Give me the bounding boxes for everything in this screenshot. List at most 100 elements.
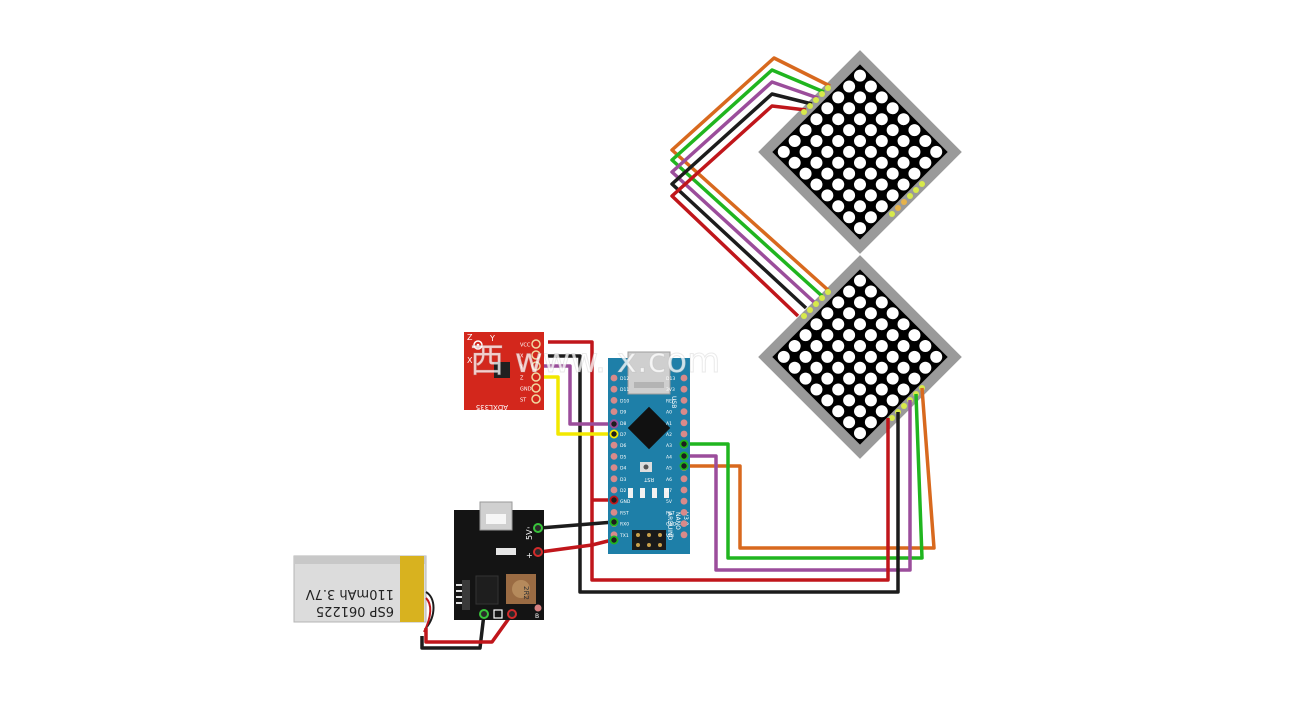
wire-red <box>670 104 807 318</box>
led-dot <box>788 361 801 374</box>
wire-red-charger <box>539 538 613 554</box>
led-dot <box>777 350 790 363</box>
led-dot <box>908 329 921 342</box>
nano-pin-connected <box>609 517 619 527</box>
nano-pin-connected <box>609 419 619 429</box>
micro-usb-port <box>479 501 513 531</box>
nano-pin-label: TX1 <box>619 533 629 539</box>
led-dot <box>843 372 856 385</box>
wires-sensor-power <box>420 364 615 650</box>
nano-pin-label: GND <box>620 499 631 505</box>
led-dot <box>843 329 856 342</box>
matrix-dots <box>777 69 943 235</box>
led-dot <box>832 318 845 331</box>
battery-tab <box>400 556 424 622</box>
pin-bat-minus <box>479 609 489 619</box>
led-dot <box>832 383 845 396</box>
led-dot <box>821 145 834 158</box>
led-dot <box>810 318 823 331</box>
nano-pin-label: A2 <box>666 432 672 438</box>
label-minus: - <box>527 523 530 532</box>
led-dot <box>864 285 877 298</box>
wire-yellow <box>536 375 614 436</box>
nano-pin <box>680 520 688 527</box>
nano-pin-label: D5 <box>620 454 626 460</box>
led-dot <box>777 145 790 158</box>
wire-black-gnd <box>548 354 900 594</box>
matrix-dots <box>777 274 943 440</box>
led-dot <box>886 394 899 407</box>
nano-pin-label: 5V <box>666 499 673 505</box>
led-dot <box>864 307 877 320</box>
led-dot <box>908 372 921 385</box>
led-dot <box>864 211 877 224</box>
adxl-pin-label: VCC <box>520 343 531 349</box>
led-dot <box>864 80 877 93</box>
led-dot <box>930 145 943 158</box>
led-dot <box>875 383 888 396</box>
led-dot <box>897 383 910 396</box>
adxl-chip <box>494 362 510 378</box>
nano-pin-label: GND <box>666 522 677 528</box>
led-matrix-top <box>758 50 962 254</box>
led-dot <box>908 167 921 180</box>
led-dot <box>854 361 866 374</box>
led-dot <box>886 124 899 137</box>
nano-pin <box>680 408 688 415</box>
led-dot <box>864 102 877 115</box>
led-dot <box>854 296 866 309</box>
nano-pin-label: A4 <box>666 454 672 460</box>
nano-pin-label: RST <box>666 510 675 516</box>
led-dot <box>788 134 801 147</box>
led-dot <box>864 416 877 429</box>
led-dot <box>919 134 932 147</box>
nano-pin-label: D10 <box>620 398 629 404</box>
axis-y-label: Y <box>489 334 495 343</box>
wires-matrix-nano <box>548 340 936 594</box>
led-dot <box>875 296 888 309</box>
led-dot <box>886 372 899 385</box>
matrix-face <box>772 269 948 445</box>
led-dot <box>897 318 910 331</box>
led-dot <box>854 383 866 396</box>
nano-pin <box>610 408 618 415</box>
nano-pin-label: A6 <box>666 477 672 483</box>
rst-label: RST <box>643 476 654 482</box>
led-dot <box>810 361 823 374</box>
nano-pin-label: RST <box>620 510 629 516</box>
led-dot <box>875 200 888 213</box>
nano-pin <box>680 419 688 427</box>
led-dot <box>843 416 856 429</box>
adxl-pin <box>531 383 541 393</box>
led-dot <box>919 339 932 352</box>
led-dot <box>832 156 845 169</box>
led-dot <box>843 189 856 202</box>
wire-orange <box>684 387 936 550</box>
led-dot <box>799 350 812 363</box>
wire-green <box>670 68 825 298</box>
inductor-label: 2R2 <box>522 586 530 600</box>
led-dot <box>843 124 856 137</box>
led-dot <box>854 91 866 104</box>
nano-pin <box>680 397 688 404</box>
led-dot <box>854 200 866 213</box>
led-dot <box>886 167 899 180</box>
led-dot <box>832 405 845 418</box>
wire-purple <box>684 400 912 572</box>
wire-black-battery <box>420 613 486 650</box>
led-dot <box>854 274 866 287</box>
nano-pin-label: D8 <box>620 421 626 427</box>
nano-pin <box>610 385 618 393</box>
adxl-pin-label: X <box>520 354 524 360</box>
nano-pin <box>680 486 688 494</box>
nano-pin-connected <box>679 451 689 461</box>
led-dot <box>843 394 856 407</box>
led-dot <box>886 189 899 202</box>
led-dot <box>832 113 845 126</box>
nano-pin-connected <box>679 439 689 449</box>
led-dot <box>897 113 910 126</box>
wire-red-battery <box>424 612 514 644</box>
wire-red-vcc <box>548 340 890 582</box>
